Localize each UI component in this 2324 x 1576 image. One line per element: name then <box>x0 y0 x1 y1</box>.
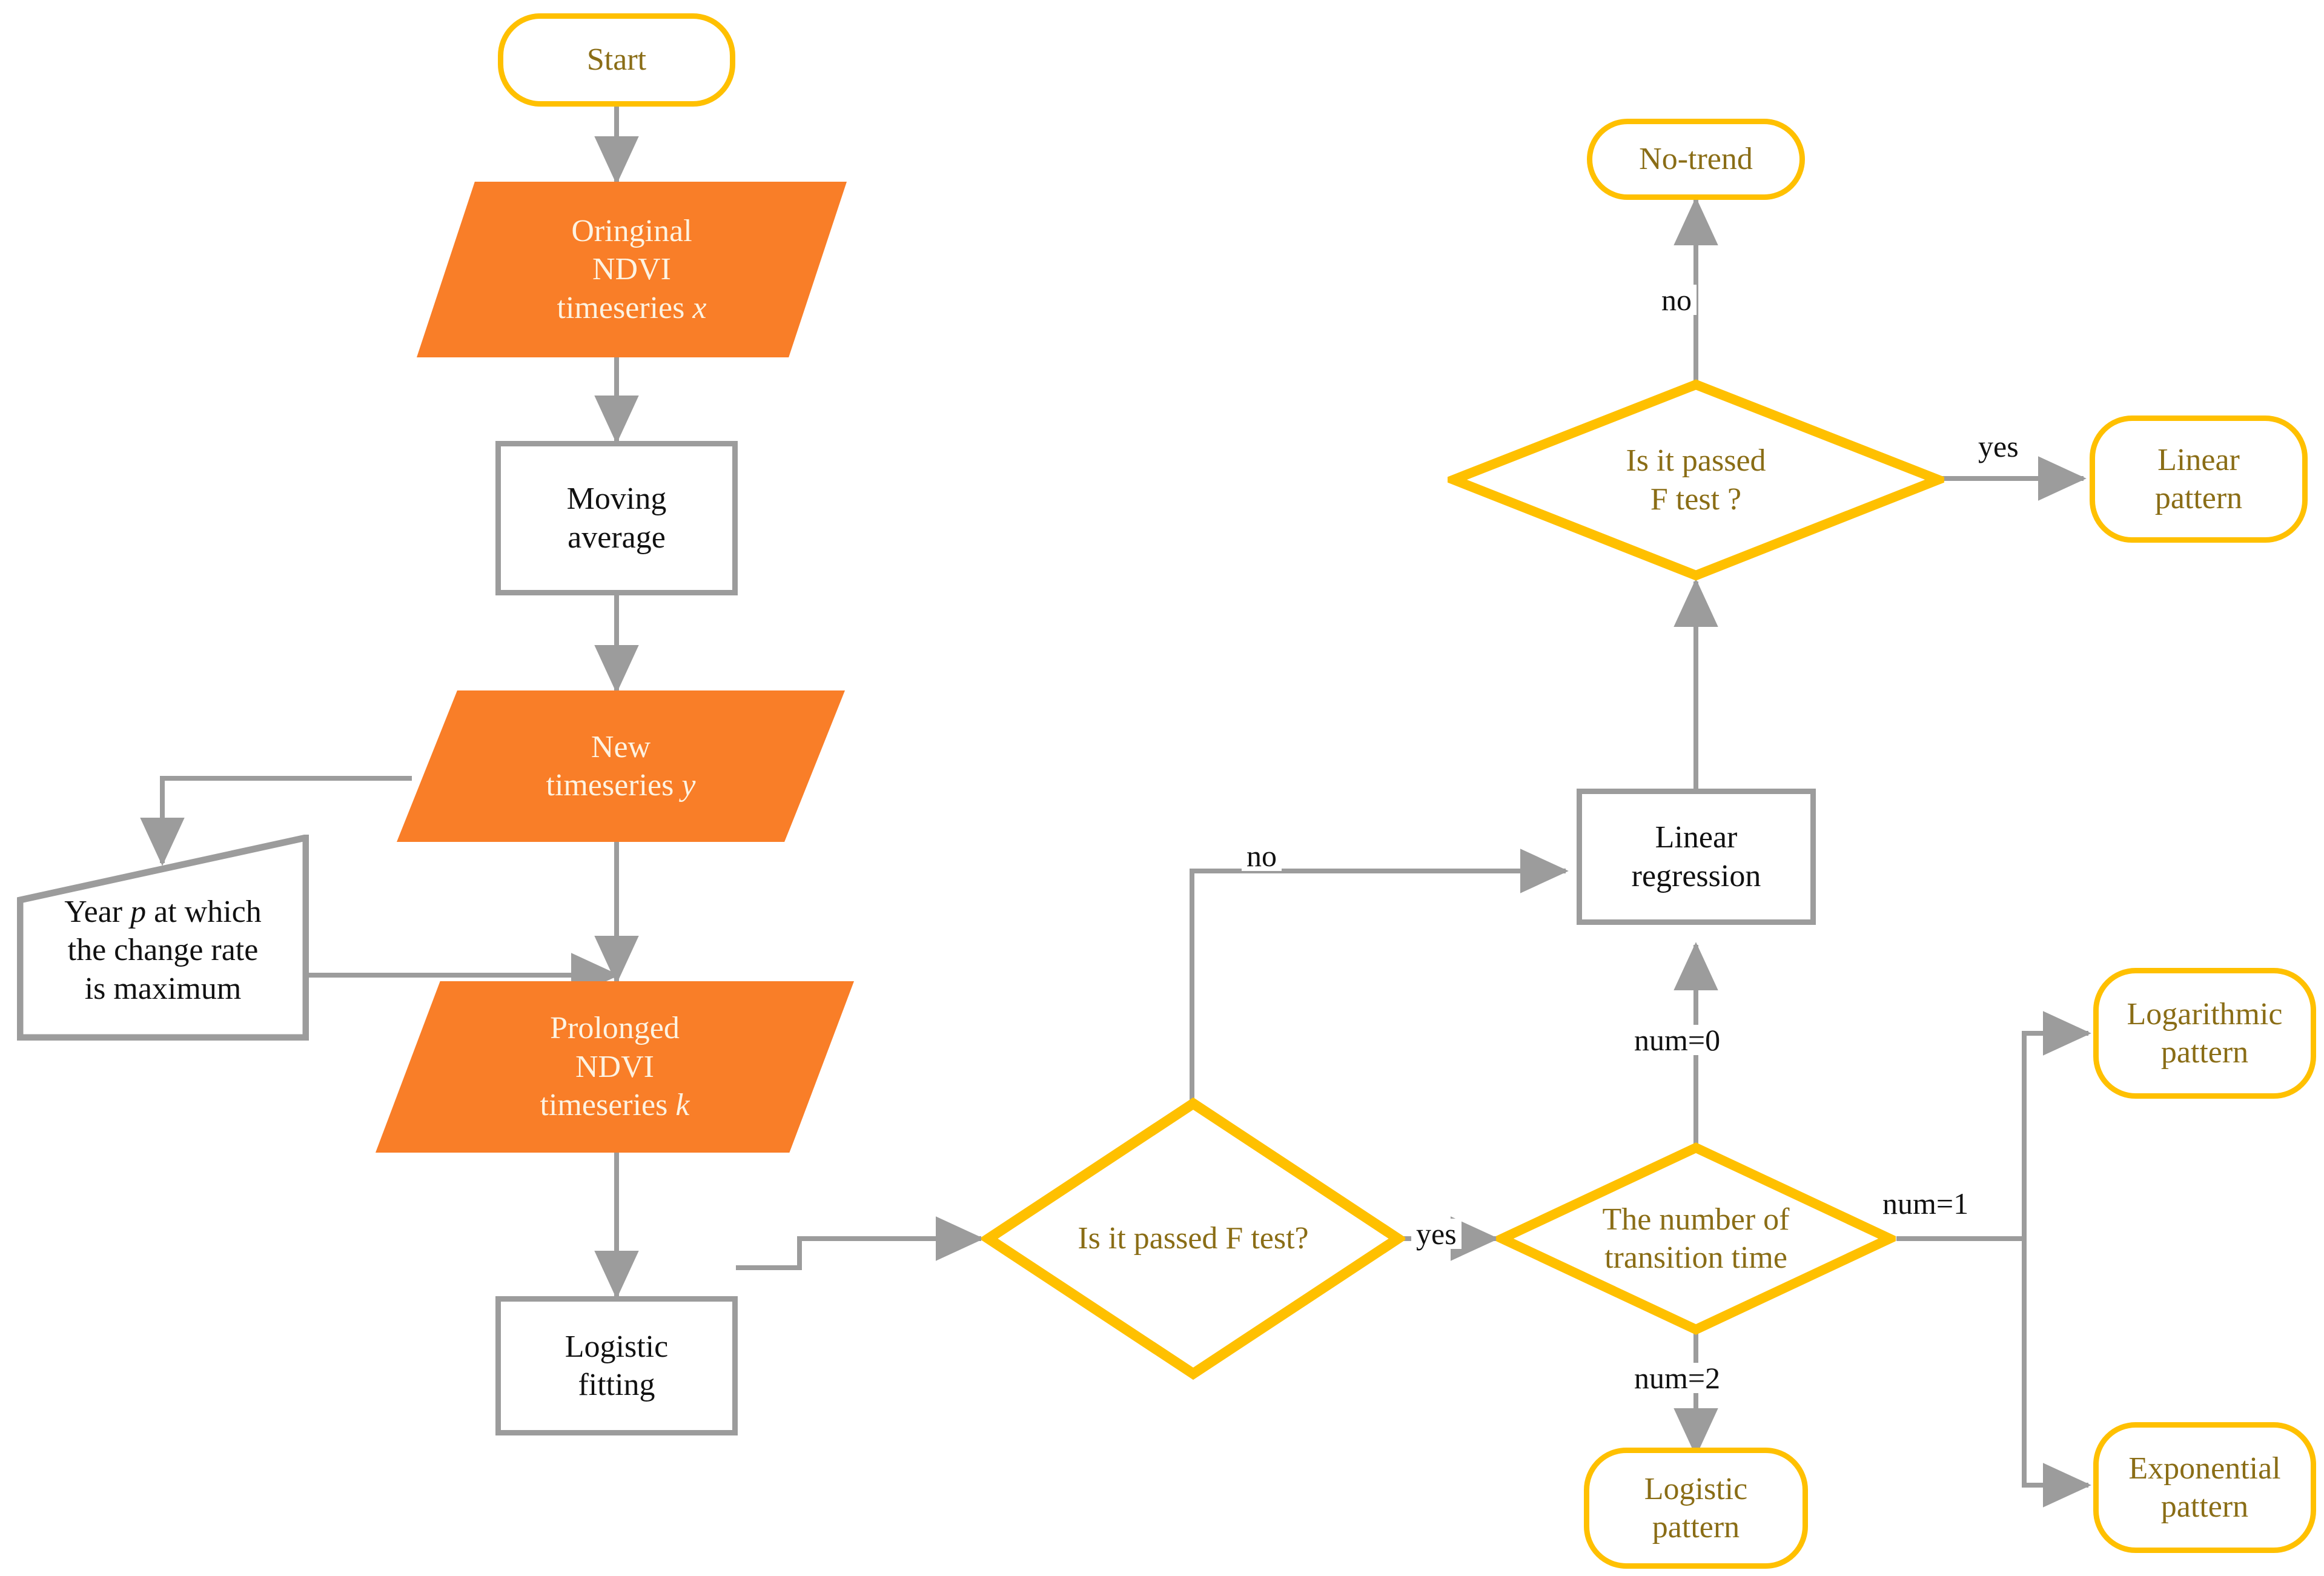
edge-label-yes-lower: yes <box>1411 1219 1462 1249</box>
node-f-test-upper[interactable]: Is it passed F test ? <box>1448 379 1944 581</box>
diamond-shape <box>1496 1142 1896 1335</box>
edge-label-num0: num=0 <box>1629 1025 1726 1055</box>
node-logistic-pattern-label: Logistic pattern <box>1644 1471 1748 1545</box>
diamond-shape <box>981 1097 1405 1380</box>
node-moving-average-label: Moving average <box>566 482 667 555</box>
node-exponential-pattern[interactable]: Exponential pattern <box>2093 1422 2316 1553</box>
node-logarithmic-pattern[interactable]: Logarithmic pattern <box>2093 968 2316 1099</box>
node-original-ndvi-label: Oringinal NDVI timeseries x <box>557 213 707 325</box>
node-prolonged-ndvi-label: Prolonged NDVI timeseries k <box>540 1011 690 1123</box>
node-f-test-upper-label: Is it passed F test ? <box>1626 443 1766 517</box>
node-linear-regression[interactable]: Linear regression <box>1577 789 1816 925</box>
node-start[interactable]: Start <box>498 13 735 107</box>
node-f-test-lower[interactable]: Is it passed F test? <box>981 1096 1405 1381</box>
node-original-ndvi[interactable]: Oringinal NDVI timeseries x <box>417 182 847 357</box>
node-transition-count[interactable]: The number of transition time <box>1496 1142 1896 1336</box>
node-linear-pattern-label: Linear pattern <box>2154 442 2243 515</box>
node-new-timeseries[interactable]: New timeseries y <box>397 690 845 842</box>
node-exponential-pattern-label: Exponential pattern <box>2128 1451 2281 1524</box>
node-logarithmic-pattern-label: Logarithmic pattern <box>2127 996 2283 1070</box>
node-transition-count-label: The number of transition time <box>1602 1202 1790 1275</box>
diamond-shape <box>1448 379 1944 581</box>
trapezoid-shape <box>17 835 309 1041</box>
edge-label-num1: num=1 <box>1878 1188 1974 1219</box>
edge-count-num1-to-exponential <box>2022 1239 2091 1508</box>
node-logistic-pattern[interactable]: Logistic pattern <box>1584 1448 1808 1569</box>
edge-label-num2: num=2 <box>1629 1363 1726 1393</box>
node-linear-pattern[interactable]: Linear pattern <box>2090 416 2308 543</box>
node-prolonged-ndvi[interactable]: Prolonged NDVI timeseries k <box>376 981 854 1153</box>
edge-label-no-upper: no <box>1657 285 1697 315</box>
node-logistic-fitting-label: Logistic fitting <box>564 1329 669 1402</box>
node-year-p[interactable]: Year p at which the change rate is maxim… <box>17 835 309 1041</box>
node-linear-regression-label: Linear regression <box>1631 820 1761 893</box>
node-f-test-lower-label: Is it passed F test? <box>1078 1221 1309 1256</box>
node-moving-average[interactable]: Moving average <box>495 441 738 595</box>
edge-label-no-lower: no <box>1242 841 1282 871</box>
node-logistic-fitting[interactable]: Logistic fitting <box>495 1296 738 1435</box>
node-year-p-label: Year p at which the change rate is maxim… <box>64 894 262 1006</box>
node-no-trend-label: No-trend <box>1639 142 1753 177</box>
node-start-label: Start <box>586 42 647 78</box>
edge-logistic-to-ftest-lower <box>736 1216 984 1270</box>
node-new-timeseries-label: New timeseries y <box>546 729 696 803</box>
edge-label-yes-upper: yes <box>1973 431 2024 462</box>
node-no-trend[interactable]: No-trend <box>1587 119 1805 200</box>
